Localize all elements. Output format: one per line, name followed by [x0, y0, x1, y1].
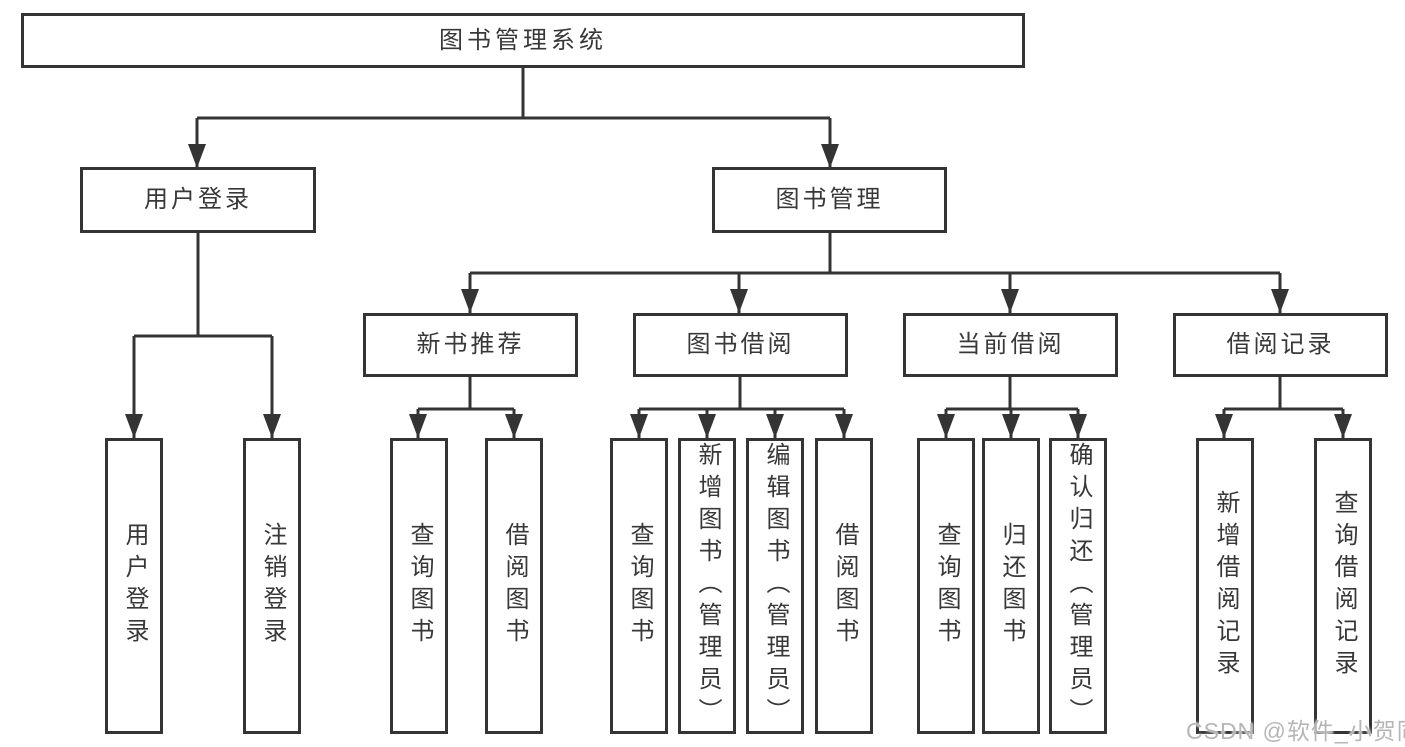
- node-query-borrow-record: 查询借阅记录: [1314, 438, 1372, 734]
- node-label: 查询图书: [933, 522, 960, 650]
- node-label: 用户登录: [121, 522, 148, 650]
- node-label: 注销登录: [259, 522, 286, 650]
- node-label: 归还图书: [998, 522, 1025, 650]
- arrow-down-icon: [630, 414, 648, 438]
- arrow-down-icon: [1271, 289, 1289, 313]
- arrow-down-icon: [188, 144, 206, 168]
- arrow-down-icon: [409, 414, 427, 438]
- arrow-down-icon: [263, 414, 281, 438]
- csdn-watermark: CSDN @软件_小贺同学: [1186, 718, 1405, 744]
- node-query-books-current: 查询图书: [917, 438, 975, 734]
- node-add-books-admin: 新增图书（管理员）: [678, 438, 736, 734]
- node-book-borrowing: 图书借阅: [633, 313, 848, 377]
- connector-new-book-to-leaves: [416, 377, 516, 438]
- node-borrowing-records: 借阅记录: [1173, 313, 1388, 377]
- node-label: 确认归还（管理员）: [1065, 442, 1092, 730]
- node-label: 借阅图书: [501, 522, 528, 650]
- arrowheads: [125, 144, 1352, 438]
- node-new-book-recommend: 新书推荐: [363, 313, 578, 377]
- node-label: 编辑图书（管理员）: [762, 442, 789, 730]
- connector-book-mgmt-to-level3: [468, 233, 1282, 313]
- arrow-down-icon: [1001, 289, 1019, 313]
- node-label: 新增图书（管理员）: [694, 442, 721, 730]
- node-logout-action: 注销登录: [243, 438, 301, 734]
- connector-root-to-level2: [195, 68, 832, 168]
- arrow-down-icon: [1069, 414, 1087, 438]
- node-label: 图书管理: [775, 186, 884, 213]
- node-current-borrowing: 当前借阅: [903, 313, 1118, 377]
- arrow-down-icon: [505, 414, 523, 438]
- node-label: 查询借阅记录: [1330, 490, 1357, 682]
- node-label: 新增借阅记录: [1212, 490, 1239, 682]
- node-label: 借阅记录: [1226, 331, 1335, 358]
- node-label: 查询图书: [626, 522, 653, 650]
- connector-book-borrow-to-leaves: [637, 377, 846, 438]
- node-confirm-return-admin: 确认归还（管理员）: [1049, 438, 1107, 734]
- node-borrow-books-borrow: 借阅图书: [815, 438, 873, 734]
- arrow-down-icon: [821, 144, 839, 168]
- arrow-down-icon: [1002, 414, 1020, 438]
- arrow-down-icon: [730, 289, 748, 313]
- arrow-down-icon: [937, 414, 955, 438]
- node-label: 当前借阅: [956, 331, 1065, 358]
- node-add-borrow-record: 新增借阅记录: [1196, 438, 1254, 734]
- node-return-books: 归还图书: [982, 438, 1040, 734]
- arrow-down-icon: [698, 414, 716, 438]
- node-user-login: 用户登录: [80, 167, 316, 233]
- node-book-management: 图书管理: [712, 167, 947, 233]
- node-label: 用户登录: [144, 186, 252, 213]
- arrow-down-icon: [1334, 414, 1352, 438]
- node-query-books-recommend: 查询图书: [390, 438, 448, 734]
- arrow-down-icon: [461, 289, 479, 313]
- node-label: 查询图书: [406, 522, 433, 650]
- node-label: 图书管理系统: [439, 26, 607, 54]
- connector-user-login-to-leaves: [132, 233, 274, 438]
- connector-borrow-records-to-leaves: [1222, 377, 1345, 438]
- arrow-down-icon: [1215, 414, 1233, 438]
- node-library-management-system: 图书管理系统: [21, 13, 1025, 68]
- node-edit-books-admin: 编辑图书（管理员）: [746, 438, 804, 734]
- node-label: 借阅图书: [831, 522, 858, 650]
- node-user-login-action: 用户登录: [105, 438, 163, 734]
- node-query-books-borrow: 查询图书: [610, 438, 668, 734]
- node-label: 图书借阅: [686, 331, 795, 358]
- node-borrow-books-recommend: 借阅图书: [485, 438, 543, 734]
- arrow-down-icon: [766, 414, 784, 438]
- arrow-down-icon: [125, 414, 143, 438]
- arrow-down-icon: [835, 414, 853, 438]
- node-label: 新书推荐: [416, 331, 525, 358]
